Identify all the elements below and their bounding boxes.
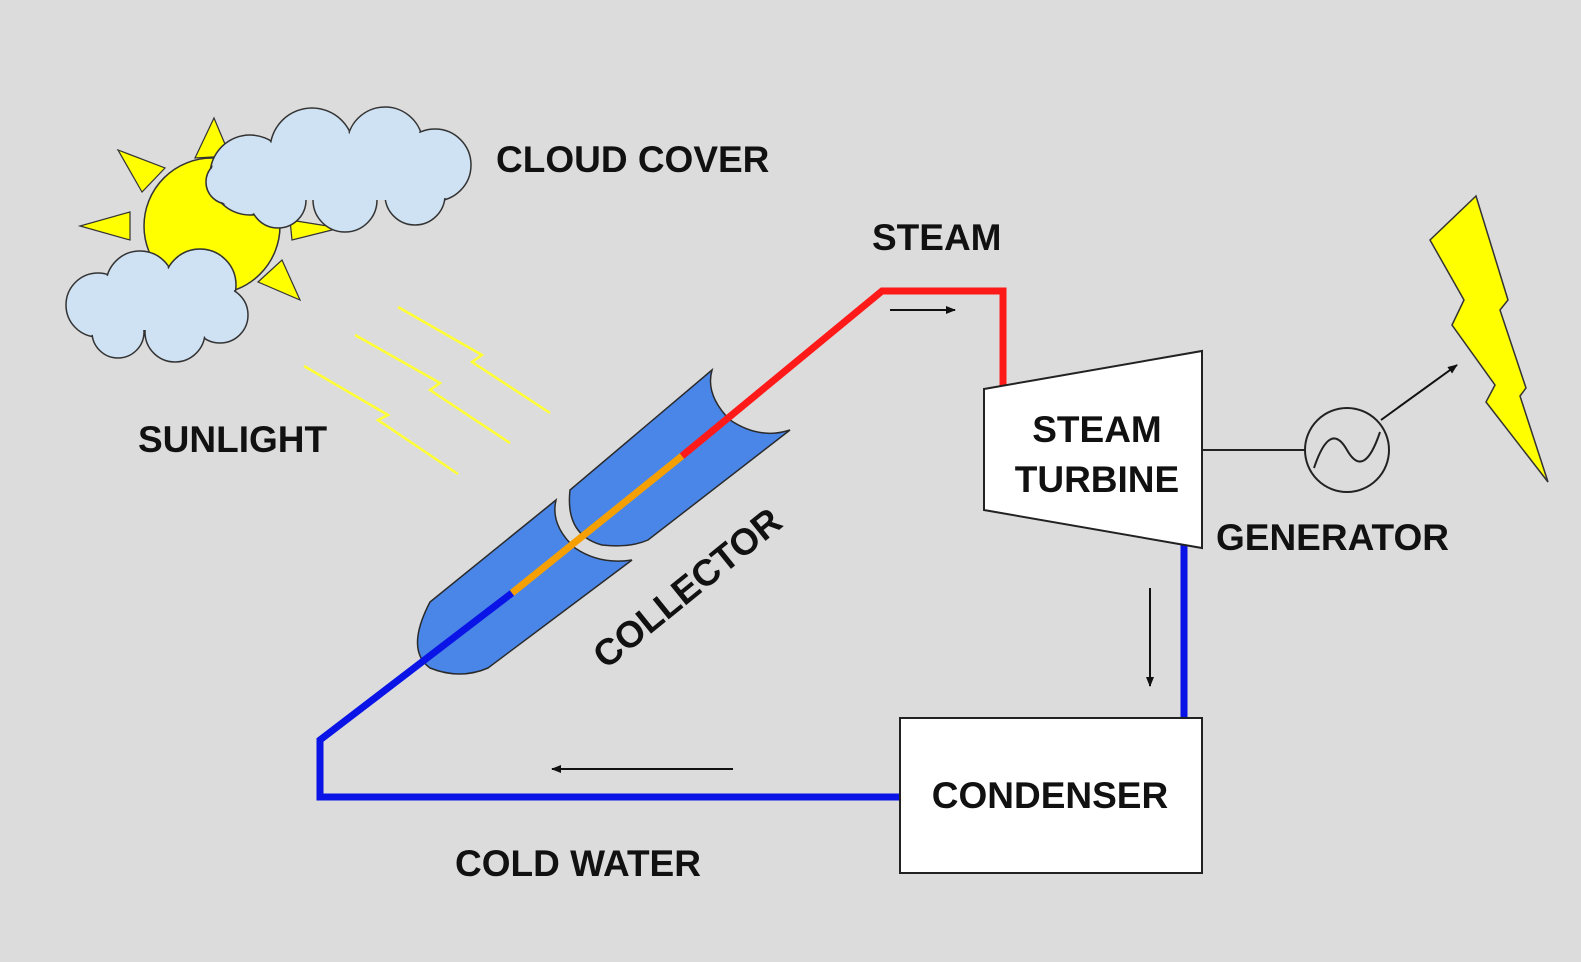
ac-sine-wave-icon xyxy=(1304,407,1390,493)
cloud-icon xyxy=(65,248,249,363)
sunlight-rays xyxy=(303,305,551,476)
cloud-cover-label: CLOUD COVER xyxy=(496,139,769,180)
heated-pipe-section xyxy=(509,453,685,596)
generator-label: GENERATOR xyxy=(1216,517,1449,558)
sun-ray xyxy=(116,148,167,193)
sun-ray xyxy=(256,258,302,302)
condenser-label: CONDENSER xyxy=(932,775,1168,816)
sun-ray xyxy=(289,219,341,241)
condenser-box xyxy=(899,717,1203,874)
power-output-arrow xyxy=(1380,364,1458,421)
steam-pipe xyxy=(679,287,1007,459)
sunlight-label: SUNLIGHT xyxy=(138,419,328,460)
sun-ray xyxy=(77,211,131,241)
cloud-icon xyxy=(205,106,472,233)
steam-label: STEAM xyxy=(872,217,1002,258)
cold-water-pipe xyxy=(316,590,900,801)
steam-turbine-box xyxy=(983,349,1203,550)
turbine-label-line2: TURBINE xyxy=(1015,459,1179,500)
lightning-bolt-icon xyxy=(1429,194,1549,483)
cold-water-label: COLD WATER xyxy=(455,843,701,884)
turbine-label-line1: STEAM xyxy=(1032,409,1162,450)
